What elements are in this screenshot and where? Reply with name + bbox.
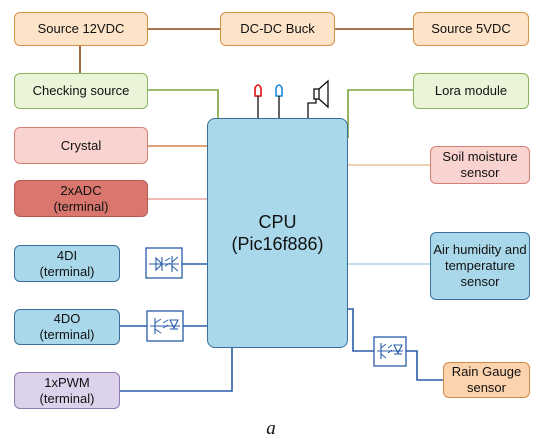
- digital-output-terminal-block: 4DO (terminal): [14, 309, 120, 345]
- figure-caption: a: [266, 418, 276, 439]
- air-humidity-temperature-sensor-label: Air humidity and temperature sensor: [433, 242, 527, 289]
- wire-checking-cpu: [148, 89, 219, 118]
- optocoupler-icon: [145, 247, 183, 279]
- air-humidity-temperature-sensor-block: Air humidity and temperature sensor: [430, 232, 530, 300]
- checking-source-block: Checking source: [14, 73, 148, 109]
- pwm-terminal-label: 1xPWM (terminal): [39, 374, 95, 406]
- wire-pwm-cpu: [120, 348, 233, 392]
- soil-moisture-sensor-block: Soil moisture sensor: [430, 146, 530, 184]
- speaker-icon: [307, 79, 329, 118]
- lora-module-block: Lora module: [413, 73, 529, 109]
- cpu-block: CPU (Pic16f886): [207, 118, 348, 348]
- checking-source-label: Checking source: [32, 83, 130, 98]
- dc-dc-buck-block: DC-DC Buck: [220, 12, 335, 46]
- lora-module-label: Lora module: [434, 83, 508, 98]
- digital-input-terminal-block: 4DI (terminal): [14, 245, 120, 282]
- source-12vdc-label: Source 12VDC: [37, 21, 125, 36]
- adc-terminal-label: 2xADC (terminal): [53, 182, 109, 214]
- digital-input-terminal-label: 4DI (terminal): [39, 247, 95, 279]
- optocoupler-icon: [373, 336, 407, 367]
- red-led-icon: [254, 84, 262, 118]
- soil-moisture-sensor-label: Soil moisture sensor: [442, 149, 518, 180]
- rain-gauge-sensor-block: Rain Gauge sensor: [443, 362, 530, 398]
- digital-output-terminal-label: 4DO (terminal): [39, 311, 95, 342]
- source-5vdc-label: Source 5VDC: [431, 21, 511, 36]
- source-12vdc-block: Source 12VDC: [14, 12, 148, 46]
- dc-dc-buck-label: DC-DC Buck: [240, 21, 315, 36]
- crystal-label: Crystal: [60, 137, 102, 153]
- rain-gauge-sensor-label: Rain Gauge sensor: [451, 364, 522, 395]
- wire-opto-rain: [406, 350, 443, 381]
- blue-led-icon: [275, 84, 283, 118]
- wire-lora-cpu: [347, 89, 413, 138]
- cpu-label: CPU (Pic16f886): [231, 212, 324, 254]
- crystal-block: Crystal: [14, 127, 148, 164]
- adc-terminal-block: 2xADC (terminal): [14, 180, 148, 217]
- pwm-terminal-block: 1xPWM (terminal): [14, 372, 120, 409]
- source-5vdc-block: Source 5VDC: [413, 12, 529, 46]
- wire-cpu-rain: [348, 308, 374, 352]
- optocoupler-icon: [146, 310, 184, 342]
